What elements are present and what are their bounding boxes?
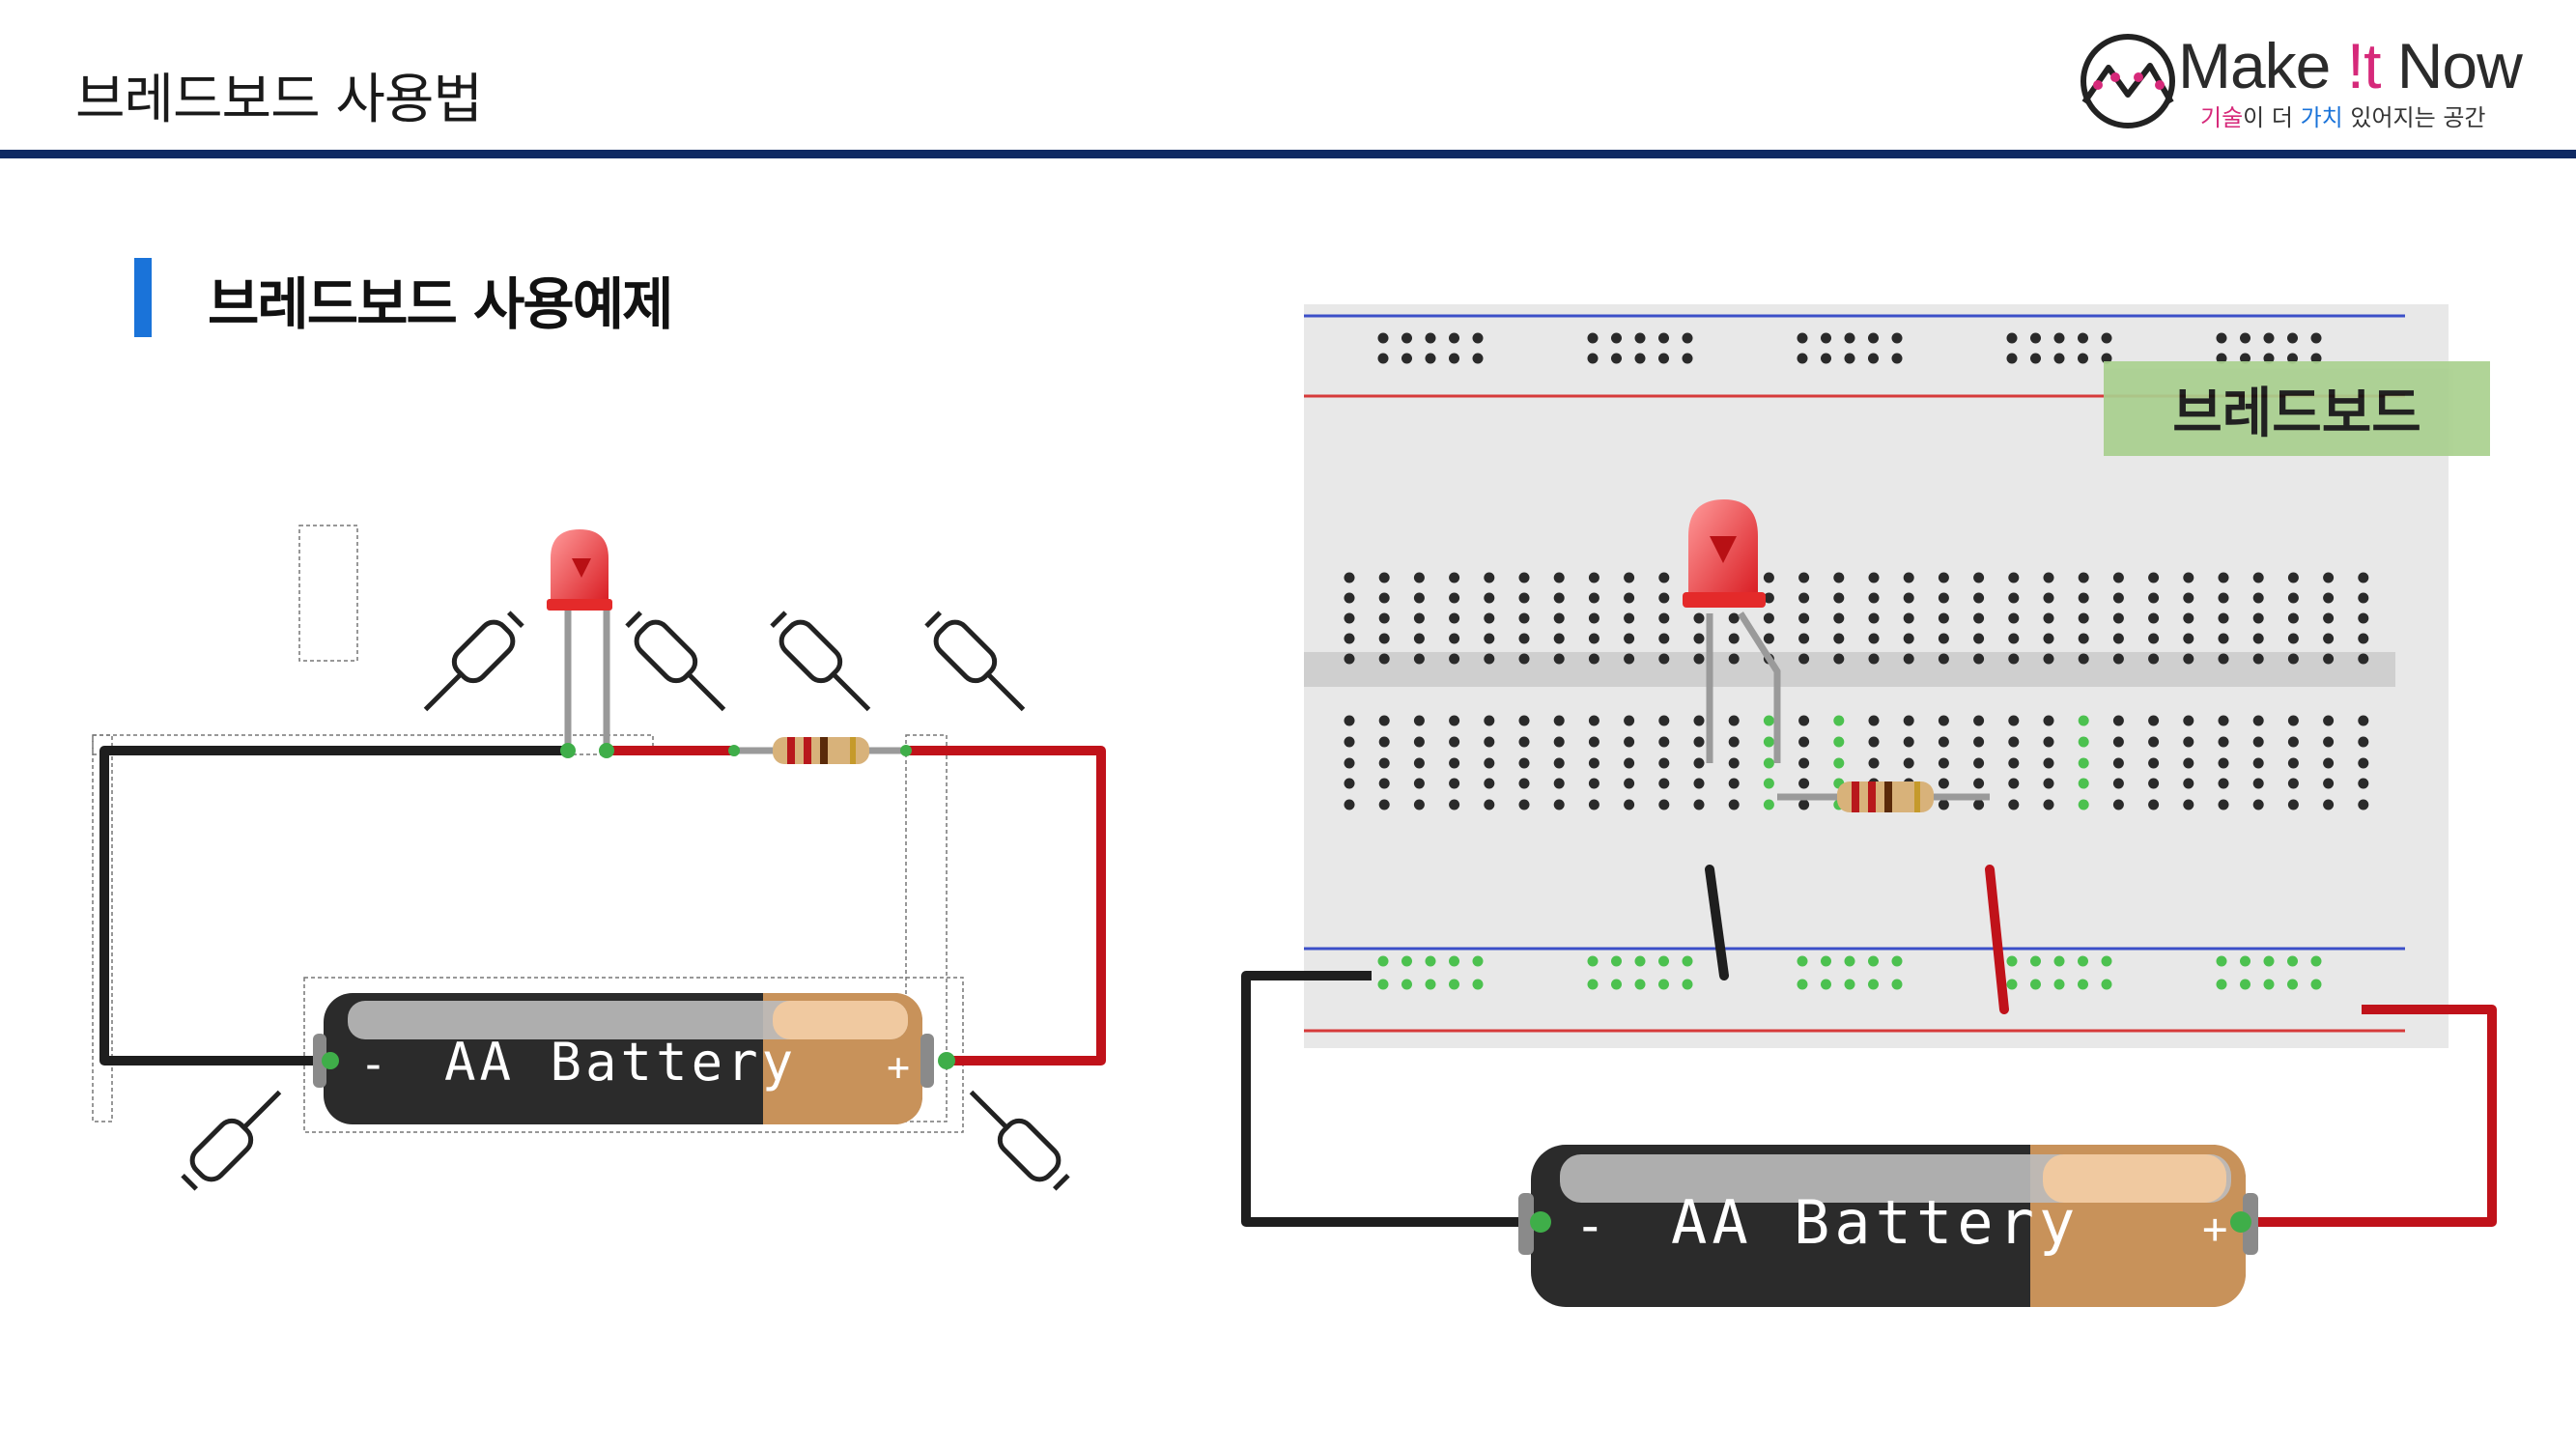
logo-wordmark: Make !t Now — [2178, 30, 2523, 101]
battery-plus-label: + — [887, 1045, 910, 1090]
battery-icon: - AA Battery + — [313, 993, 955, 1124]
red-wire-resistor-battery — [906, 746, 1106, 1065]
jumper-black — [1705, 865, 1729, 980]
breadboard-battery-icon: - AA Battery + — [1518, 1145, 2258, 1307]
battery-label: AA Battery — [444, 1032, 797, 1093]
probe-icon — [181, 611, 1070, 1191]
header-divider — [0, 150, 2576, 158]
section-accent-bar — [134, 258, 152, 337]
battery-minus-label: - — [359, 1037, 387, 1092]
led-icon — [547, 529, 612, 611]
breadboard-led-icon — [1683, 499, 1766, 608]
circuit-schematic: - AA Battery + — [92, 525, 1106, 1191]
jumper-red — [1985, 865, 2009, 1014]
section-title: 브레드보드 사용예제 — [208, 271, 673, 337]
bb-battery-plus-label: + — [2202, 1205, 2228, 1254]
breadboard-label: 브레드보드 — [2104, 361, 2490, 456]
external-black-wire — [1241, 971, 1541, 1227]
bb-battery-label: AA Battery — [1671, 1187, 2080, 1258]
breadboard-resistor-icon — [1837, 781, 1934, 812]
external-red-wire — [2241, 1005, 2497, 1227]
bb-battery-minus-label: - — [1574, 1195, 1606, 1256]
resistor-icon — [773, 737, 869, 764]
page-title: 브레드보드 사용법 — [75, 69, 483, 131]
black-wire — [99, 746, 570, 1065]
logo-mark-icon — [2081, 34, 2175, 128]
logo-tagline: 기술이 더 가치 있어지는 공간 — [2200, 104, 2486, 131]
